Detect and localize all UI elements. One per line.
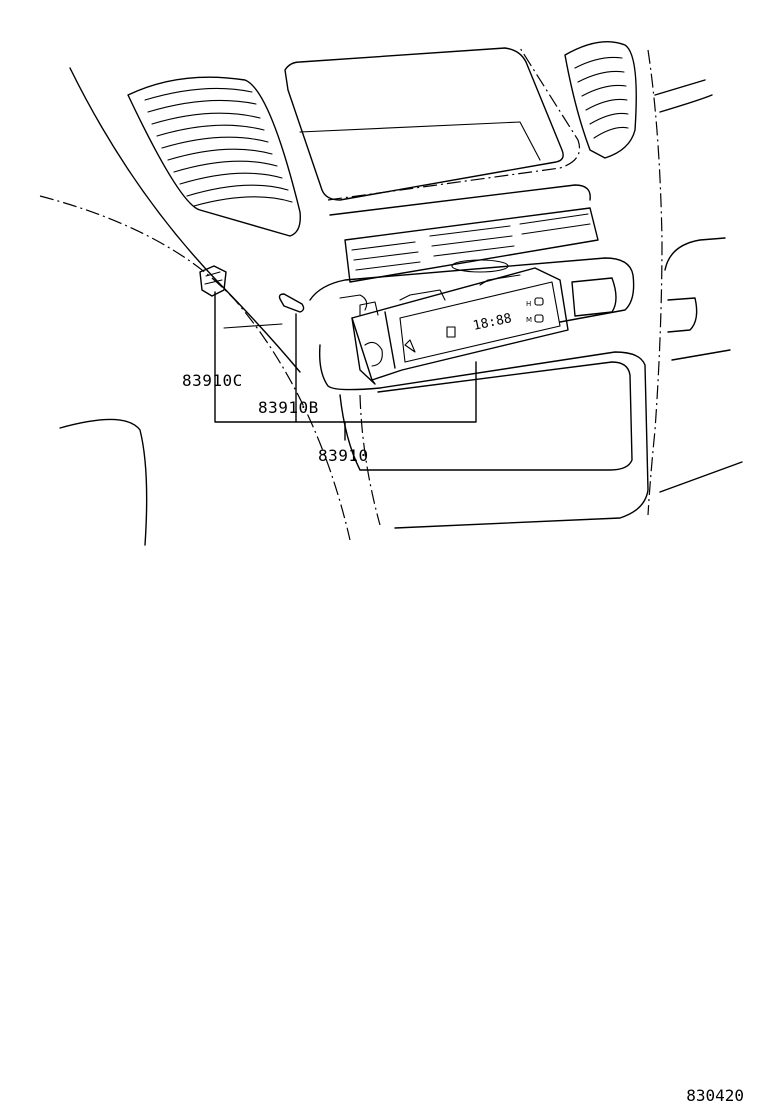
right-air-vent <box>564 40 637 159</box>
clip-part-icon <box>199 265 227 297</box>
center-console <box>309 257 649 529</box>
center-air-vents <box>344 207 599 283</box>
leader-lines <box>214 291 477 441</box>
left-air-vent <box>127 76 301 237</box>
right-dashboard-contours <box>647 49 743 516</box>
clock-assembly <box>351 267 569 385</box>
part-number-clip: 83910C <box>182 371 243 390</box>
part-number-clock-assembly: 83910 <box>318 446 369 465</box>
windshield-outline <box>39 67 351 546</box>
clock-display-digits: 18:88 <box>472 311 513 334</box>
bulb-part-icon <box>278 293 305 313</box>
part-number-bulb: 83910B <box>258 398 319 417</box>
clock-hour-button-label: H <box>526 300 531 308</box>
upper-display-bezel <box>284 47 591 216</box>
clock-minute-button-label: M <box>526 316 532 324</box>
diagram-code: 830420 <box>686 1086 744 1105</box>
